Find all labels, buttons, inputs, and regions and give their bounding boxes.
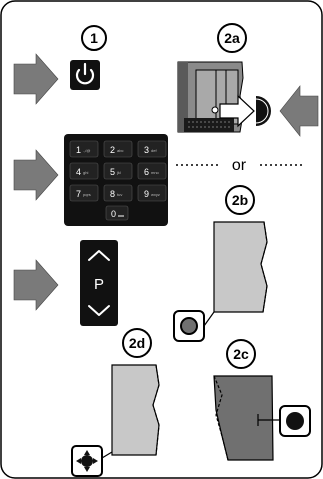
key-2-label: 2: [110, 145, 115, 155]
arrow-right-icon: [13, 259, 59, 311]
step-1-badge: [81, 25, 107, 51]
key-7-letters: pqrs: [83, 192, 91, 197]
step-2b-badge: [225, 185, 255, 215]
key-8-label: 8: [110, 189, 115, 199]
step-2d-badge: [122, 328, 152, 358]
step-2c-label: 2c: [233, 346, 249, 362]
step-2b-label: 2b: [232, 192, 248, 208]
key-9-letters: wxyz: [151, 192, 160, 197]
key-4-label: 4: [76, 167, 81, 177]
step-2d-label: 2d: [129, 335, 145, 351]
key-6-letters: mno: [151, 170, 160, 175]
joystick-icon: [255, 96, 271, 126]
key-1-letters: .,/@: [83, 148, 90, 153]
key-3-label: 3: [144, 145, 149, 155]
key-8-letters: tuv: [117, 192, 122, 197]
step-2a-badge: [217, 23, 247, 53]
program-button-label: P: [94, 276, 104, 293]
key-0: 0: [105, 205, 129, 221]
key-6-label: 6: [144, 167, 149, 177]
arrow-right-icon: [13, 53, 59, 105]
arrow-left-icon: [279, 85, 319, 137]
step-1-label: 1: [90, 30, 98, 46]
key-0-label: 0: [111, 209, 116, 219]
round-button-icon: [279, 405, 311, 437]
key-2-letters: abc: [117, 148, 123, 153]
tv-side-view-2b: [213, 221, 268, 313]
tv-rear-view-2c: [213, 375, 280, 461]
key-5-letters: jkl: [116, 170, 121, 175]
tv-back-panel: [177, 61, 244, 133]
key-3-letters: def: [151, 148, 157, 153]
key-1-label: 1: [76, 145, 81, 155]
key-7-label: 7: [76, 189, 81, 199]
tv-side-view-2d: [111, 364, 160, 456]
program-button: P: [80, 240, 118, 326]
joystick-icon: [71, 445, 113, 477]
chevron-down-icon: [88, 305, 110, 316]
power-icon: [75, 62, 95, 85]
power-button: [70, 60, 100, 90]
step-2c-badge: [226, 339, 256, 369]
arrow-right-icon: [13, 149, 59, 201]
step-2a-label: 2a: [224, 30, 240, 46]
key-5-label: 5: [110, 167, 115, 177]
arrow-right-icon: [219, 94, 255, 128]
separator-or: or: [232, 157, 247, 174]
key-4-letters: ghi: [83, 170, 88, 175]
key-9-label: 9: [144, 189, 149, 199]
round-button-icon: [173, 310, 215, 342]
chevron-up-icon: [88, 250, 110, 261]
key-1: 1.,/@: [69, 140, 99, 158]
